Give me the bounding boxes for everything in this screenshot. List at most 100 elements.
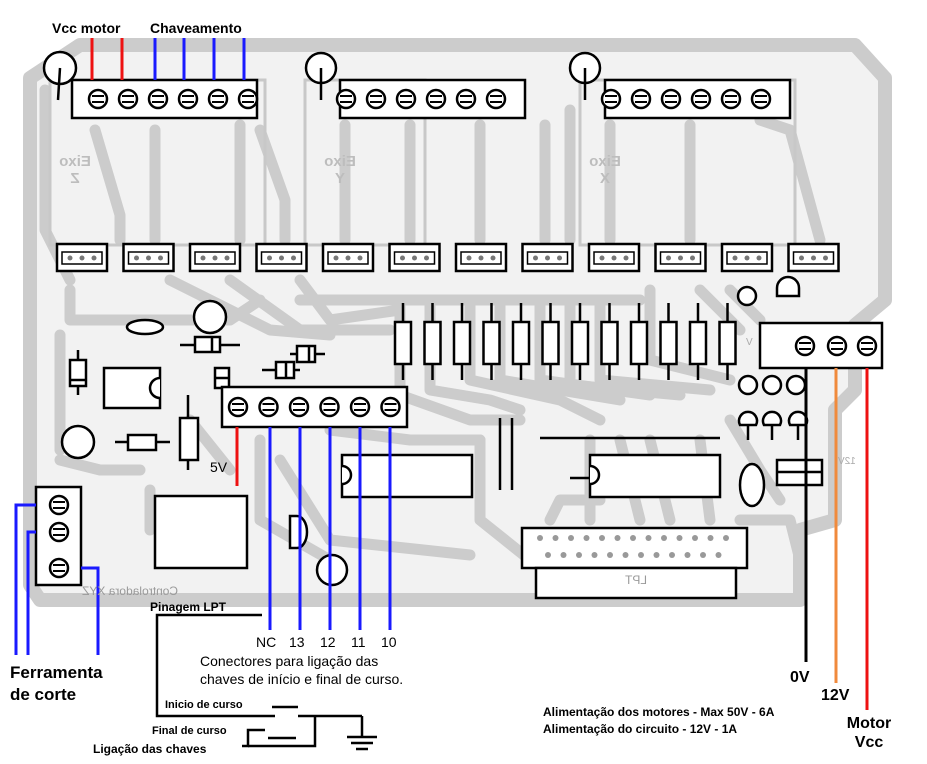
wire-ferramenta — [14, 503, 100, 655]
ferramenta-line1: Ferramenta — [10, 663, 103, 682]
alim-circuito-label: Alimentação do circuito - 12V - 1A — [543, 722, 738, 736]
axis-x-line2: X — [600, 170, 611, 188]
terminal-screw — [720, 88, 742, 110]
axis-z-line1: Eixo — [59, 153, 91, 170]
power-screw — [794, 335, 816, 357]
vcc-motor-label: Vcc motor — [52, 20, 121, 36]
five-v-label: 5V — [210, 459, 228, 475]
terminal-screw — [660, 88, 682, 110]
final-curso-label: Final de curso — [152, 725, 227, 737]
power-screw — [856, 335, 878, 357]
pinagem-label: Pinagem LPT — [150, 600, 227, 614]
ferramenta-label: Ferramenta de corte — [10, 662, 103, 706]
endstop-screw — [349, 396, 371, 418]
terminal-screw — [425, 88, 447, 110]
motor-connector — [122, 242, 175, 273]
axis-z-line2: Z — [70, 170, 80, 188]
tool-screw — [48, 557, 70, 579]
terminal-screw — [690, 88, 712, 110]
conectores-line2: chaves de início e final de curso. — [200, 671, 404, 687]
controller-silk-label: Controladora XYZ — [82, 584, 179, 598]
ligacao-chaves-label: Ligação das chaves — [93, 742, 207, 756]
terminal-screw — [177, 88, 199, 110]
pin-12-label: 12 — [320, 634, 336, 650]
resistor — [629, 303, 649, 380]
resistor — [659, 303, 678, 380]
motor-connector — [720, 242, 774, 273]
v-silk-label: V — [746, 337, 753, 348]
left-components — [60, 299, 349, 587]
resistor — [452, 303, 472, 380]
power-screw — [826, 335, 848, 357]
conectores-line1: Conectores para ligação das — [200, 653, 379, 669]
motor-vcc-label: Motor Vcc — [838, 714, 900, 752]
wire-vcc-motor — [90, 38, 124, 80]
tool-screw — [48, 494, 70, 516]
terminal-screw — [630, 88, 652, 110]
lpt-silk-label: LPT — [625, 573, 648, 587]
zero-v-label: 0V — [790, 669, 810, 686]
motor-vcc-line2: Vcc — [854, 734, 884, 751]
resistor — [570, 303, 590, 380]
inicio-curso-label: Inicio de curso — [165, 699, 243, 711]
ics — [340, 418, 722, 499]
motor-connector — [587, 242, 641, 273]
wire-endstops — [268, 427, 392, 630]
terminal-screw — [147, 88, 169, 110]
axis-x-label: Eixo X — [585, 153, 625, 188]
resistor — [393, 303, 413, 380]
wire-pinagem — [155, 613, 265, 718]
motor-connector — [188, 242, 242, 273]
motor-connector — [654, 242, 707, 273]
motor-connector — [388, 242, 441, 273]
motor-connector — [321, 242, 375, 273]
twelve-v-label: 12V — [821, 687, 850, 704]
endstop-screw — [258, 396, 279, 418]
wire-chaveamento — [153, 38, 246, 80]
terminal-screw — [335, 88, 357, 110]
lpt-connector — [520, 526, 749, 600]
resistor — [511, 303, 531, 380]
pin-11-label: 11 — [351, 634, 366, 650]
mounting-holes — [42, 50, 602, 101]
motor-connector — [787, 242, 840, 273]
terminal-screw — [750, 88, 772, 110]
axis-x-line1: Eixo — [589, 153, 621, 170]
endstop-screw — [288, 396, 310, 418]
resistor — [541, 303, 560, 380]
alim-motores-label: Alimentação dos motores - Max 50V - 6A — [543, 705, 775, 719]
chaveamento-label: Chaveamento — [150, 20, 242, 36]
v12-silk-label: 12V — [838, 456, 856, 467]
motor-connector — [55, 242, 109, 273]
resistor — [423, 303, 442, 380]
endstop-terminal — [220, 385, 409, 429]
endstop-screw — [380, 396, 401, 418]
motor-connector — [454, 242, 508, 273]
terminal-screw — [485, 88, 507, 110]
ferramenta-line2: de corte — [10, 685, 77, 704]
terminal-screw — [395, 88, 417, 110]
pin-nc-label: NC — [256, 634, 277, 650]
resistor-array — [393, 303, 737, 380]
tool-screw — [48, 521, 70, 543]
terminal-screw — [87, 88, 109, 110]
terminal-screw — [365, 88, 387, 110]
axis-z-label: Eixo Z — [55, 153, 95, 188]
pin-10-label: 10 — [381, 634, 397, 650]
terminal-screws — [87, 88, 772, 110]
terminal-screw — [207, 88, 229, 110]
terminal-screw — [600, 88, 622, 110]
motor-connector — [255, 242, 308, 273]
motor-vcc-line1: Motor — [846, 715, 892, 732]
resistor — [482, 303, 501, 380]
motor-connectors-row — [55, 242, 840, 273]
terminal-screw — [237, 88, 259, 110]
endstop-screw — [227, 396, 249, 418]
switch-schematic — [242, 705, 377, 751]
axis-y-label: Eixo Y — [320, 153, 360, 188]
motor-connector — [521, 242, 574, 273]
axis-y-line2: Y — [335, 170, 346, 188]
endstop-screw — [319, 396, 340, 418]
resistor — [600, 303, 619, 380]
